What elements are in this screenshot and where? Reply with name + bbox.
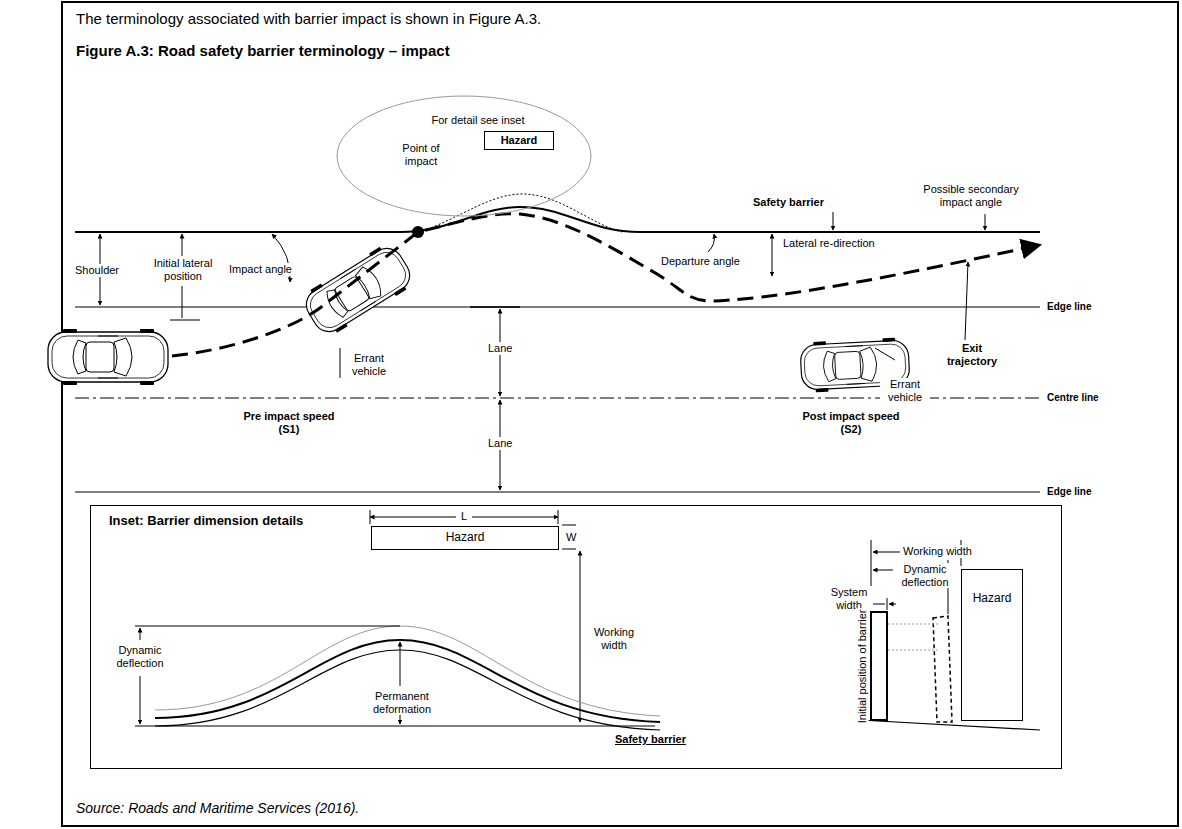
barrier-edge (155, 650, 660, 730)
departure-angle-arc (708, 234, 714, 252)
deformation-arrow (400, 715, 401, 724)
node-text: For detail see inset (432, 114, 525, 127)
dimension-arrows (100, 212, 985, 490)
term-label: Errant vehicle (880, 378, 930, 403)
term-label: Safety barrier (752, 196, 825, 209)
barrier-section (871, 612, 887, 720)
lane-tick (470, 306, 520, 308)
vehicle-trajectory (172, 214, 1040, 356)
working-width-arrow (580, 551, 581, 722)
term-label: Permanent deformation (360, 690, 444, 715)
hazard-box: Hazard (371, 526, 559, 550)
hazard-box: Hazard (484, 131, 554, 150)
extension-line (887, 598, 888, 610)
deformation-arrow (400, 642, 401, 686)
lateral-position-arrow (182, 286, 183, 318)
term-label: Safety barrier (614, 733, 687, 746)
term-label: Impact angle (228, 263, 293, 276)
detail-ellipse: For detail see insetHazard (337, 96, 591, 216)
inset-panel: Inset: Barrier dimension detailsHazardHa… (90, 505, 1062, 769)
errant-vehicle (48, 329, 168, 385)
term-label: Errant vehicle (344, 352, 394, 377)
width-tick (562, 525, 576, 526)
term-label: Lateral re-direction (782, 237, 876, 250)
node-text: Hazard (501, 134, 538, 147)
deflection-arrow (140, 628, 141, 640)
road-lines (75, 194, 1040, 492)
working-width-arrow (873, 552, 900, 553)
term-label: Lane (487, 342, 513, 355)
reference-line (135, 726, 655, 727)
length-arrow (370, 517, 456, 518)
intro-text: The terminology associated with barrier … (75, 10, 542, 27)
redirection-arrow (772, 234, 773, 276)
term-label: W (565, 531, 577, 544)
term-label: Pre impact speed (S1) (238, 410, 340, 435)
length-tick (558, 510, 559, 524)
figure-frame (62, 2, 1178, 826)
term-label: Point of impact (392, 142, 450, 167)
width-tick (562, 549, 576, 550)
figure-title: Figure A.3: Road safety barrier terminol… (75, 42, 451, 59)
ellipse-outline (338, 97, 590, 215)
errant-vehicle (299, 240, 417, 340)
lateral-position-tick (170, 320, 200, 321)
term-label: Departure angle (660, 255, 741, 268)
node-text: Hazard (973, 592, 1012, 606)
hazard-box: Hazard (961, 569, 1023, 721)
term-label: Possible secondary impact angle (922, 183, 1020, 208)
detail-ellipse-outline (337, 96, 591, 216)
term-label: Working width (902, 545, 973, 558)
secondary-angle-pointer (985, 214, 986, 230)
length-tick (370, 510, 371, 524)
vehicle-leader (340, 348, 341, 378)
dynamic-deflection-arrow (873, 570, 893, 571)
edge-line (75, 491, 1040, 492)
term-label: Edge line (1046, 486, 1092, 498)
term-label: Dynamic deflection (896, 563, 954, 588)
term-label: Shoulder (74, 264, 120, 277)
edge-line (75, 306, 1040, 307)
term-label: L (460, 510, 468, 523)
lateral-position-arrow (182, 234, 183, 256)
system-width-arrow (889, 604, 896, 605)
safety-barrier-line (75, 207, 1040, 232)
inset-heading: Inset: Barrier dimension details (109, 514, 1061, 529)
impact-point (412, 226, 424, 238)
term-label: Exit trajectory (940, 342, 1004, 367)
projection-line (888, 650, 940, 651)
deflection-arrow (140, 676, 141, 724)
reference-line (135, 626, 400, 627)
term-label: Working width (588, 626, 640, 651)
node-text: Hazard (446, 531, 485, 545)
deflected-barrier-section (933, 616, 952, 722)
inset-drawing (135, 510, 1040, 730)
ground-line (860, 720, 1040, 730)
term-label: Post impact speed (S2) (800, 410, 902, 435)
term-label: Initial lateral position (150, 257, 216, 282)
barrier-pointer (833, 212, 834, 230)
deformed-barrier (155, 640, 660, 722)
exit-trajectory-pointer (965, 262, 968, 340)
term-label: Lane (487, 437, 513, 450)
term-label: Edge line (1046, 301, 1092, 313)
figure-source: Source: Roads and Maritime Services (201… (75, 800, 360, 816)
term-label: Centre line (1046, 392, 1100, 404)
length-arrow (472, 517, 558, 518)
term-label: Dynamic deflection (108, 644, 172, 669)
term-label: Initial position of barrier (856, 608, 869, 724)
vehicle-leader (875, 348, 895, 360)
projection-line (888, 624, 940, 625)
system-width-line (873, 604, 885, 605)
